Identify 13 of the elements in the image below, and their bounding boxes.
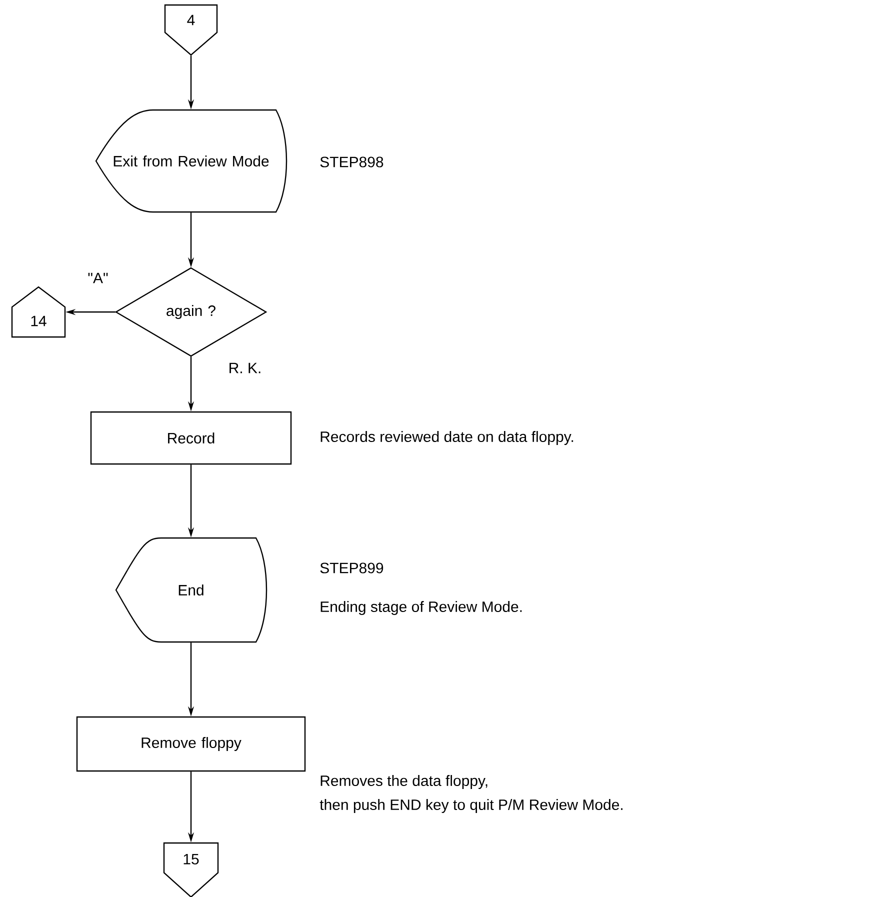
offpage-connector: 15 [163,842,219,897]
step-label: STEP898 [320,156,384,168]
edge-label: "A" [86,272,110,284]
offpage-connector: 14 [11,286,66,338]
description-text: Records reviewed date on data floppy. [320,431,574,445]
process-box: Remove floppy [76,716,306,772]
edge-label: R. K. [227,362,263,374]
process-box: Record [90,411,292,465]
description-text: Removes the data floppy, [320,775,488,789]
step-label: STEP899 [320,562,384,574]
description-text: then push END key to quit P/M Review Mode. [320,799,622,813]
description-text: Ending stage of Review Mode. [320,601,522,615]
offpage-connector: 4 [164,4,218,56]
